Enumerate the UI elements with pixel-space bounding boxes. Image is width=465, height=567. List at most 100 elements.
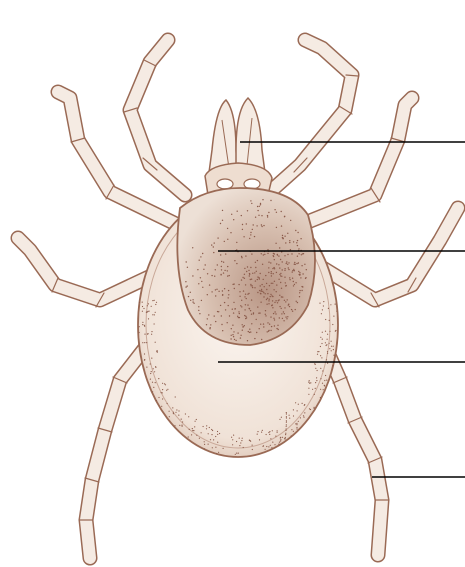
stipple-dot bbox=[250, 285, 251, 286]
stipple-dot bbox=[322, 332, 323, 333]
stipple-dot bbox=[178, 415, 179, 416]
stipple-dot bbox=[165, 384, 166, 385]
stipple-dot bbox=[274, 325, 275, 326]
stipple-dot bbox=[266, 289, 267, 290]
stipple-dot bbox=[221, 266, 222, 267]
stipple-dot bbox=[286, 416, 287, 417]
stipple-dot bbox=[251, 299, 252, 300]
stipple-dot bbox=[266, 304, 267, 305]
stipple-dot bbox=[166, 390, 167, 391]
stipple-dot bbox=[299, 290, 300, 291]
stipple-dot bbox=[255, 280, 256, 281]
stipple-dot bbox=[268, 212, 269, 213]
stipple-dot bbox=[314, 363, 315, 364]
stipple-dot bbox=[245, 318, 246, 319]
stipple-dot bbox=[220, 254, 221, 255]
stipple-dot bbox=[175, 412, 176, 413]
stipple-dot bbox=[162, 389, 163, 390]
stipple-dot bbox=[320, 397, 321, 398]
stipple-dot bbox=[259, 278, 260, 279]
stipple-dot bbox=[274, 444, 275, 445]
stipple-dot bbox=[295, 402, 296, 403]
stipple-dot bbox=[186, 261, 187, 262]
stipple-dot bbox=[269, 285, 270, 286]
stipple-dot bbox=[261, 226, 262, 227]
stipple-dot bbox=[291, 309, 292, 310]
stipple-dot bbox=[260, 204, 261, 205]
stipple-dot bbox=[188, 296, 189, 297]
stipple-dot bbox=[280, 273, 281, 274]
stipple-dot bbox=[274, 281, 275, 282]
stipple-dot bbox=[325, 375, 326, 376]
stipple-dot bbox=[139, 326, 140, 327]
stipple-dot bbox=[261, 339, 262, 340]
stipple-dot bbox=[296, 427, 297, 428]
stipple-dot bbox=[270, 294, 271, 295]
stipple-dot bbox=[249, 238, 250, 239]
stipple-dot bbox=[225, 309, 226, 310]
stipple-dot bbox=[238, 453, 239, 454]
stipple-dot bbox=[261, 215, 262, 216]
stipple-dot bbox=[270, 438, 271, 439]
stipple-dot bbox=[223, 272, 224, 273]
stipple-dot bbox=[276, 227, 277, 228]
stipple-dot bbox=[271, 275, 272, 276]
stipple-dot bbox=[203, 426, 204, 427]
stipple-dot bbox=[208, 314, 209, 315]
stipple-dot bbox=[324, 385, 325, 386]
stipple-dot bbox=[322, 383, 323, 384]
stipple-dot bbox=[256, 319, 257, 320]
stipple-dot bbox=[233, 331, 234, 332]
stipple-dot bbox=[299, 296, 300, 297]
stipple-dot bbox=[227, 266, 228, 267]
stipple-dot bbox=[329, 320, 330, 321]
stipple-dot bbox=[249, 275, 250, 276]
stipple-dot bbox=[245, 284, 246, 285]
stipple-dot bbox=[251, 203, 252, 204]
stipple-dot bbox=[272, 442, 273, 443]
stipple-dot bbox=[333, 346, 334, 347]
stipple-dot bbox=[241, 215, 242, 216]
stipple-dot bbox=[293, 285, 294, 286]
stipple-dot bbox=[278, 444, 279, 445]
stipple-dot bbox=[287, 316, 288, 317]
stipple-dot bbox=[289, 242, 290, 243]
stipple-dot bbox=[247, 340, 248, 341]
stipple-dot bbox=[335, 330, 336, 331]
stipple-dot bbox=[330, 304, 331, 305]
stipple-dot bbox=[297, 302, 298, 303]
stipple-dot bbox=[249, 440, 250, 441]
stipple-dot bbox=[144, 353, 145, 354]
stipple-dot bbox=[302, 403, 303, 404]
stipple-dot bbox=[248, 331, 249, 332]
stipple-dot bbox=[212, 447, 213, 448]
stipple-dot bbox=[203, 269, 204, 270]
stipple-dot bbox=[210, 324, 211, 325]
stipple-dot bbox=[323, 389, 324, 390]
stipple-dot bbox=[215, 321, 216, 322]
stipple-dot bbox=[217, 434, 218, 435]
stipple-dot bbox=[250, 441, 251, 442]
stipple-dot bbox=[254, 272, 255, 273]
stipple-dot bbox=[268, 331, 269, 332]
stipple-dot bbox=[261, 284, 262, 285]
stipple-dot bbox=[152, 300, 153, 301]
stipple-dot bbox=[142, 324, 143, 325]
stipple-dot bbox=[269, 324, 270, 325]
stipple-dot bbox=[294, 284, 295, 285]
stipple-dot bbox=[262, 430, 263, 431]
stipple-dot bbox=[298, 253, 299, 254]
stipple-dot bbox=[220, 274, 221, 275]
stipple-dot bbox=[257, 434, 258, 435]
stipple-dot bbox=[212, 430, 213, 431]
stipple-dot bbox=[295, 423, 296, 424]
stipple-dot bbox=[317, 354, 318, 355]
stipple-dot bbox=[190, 292, 191, 293]
stipple-dot bbox=[268, 267, 269, 268]
stipple-dot bbox=[273, 256, 274, 257]
stipple-dot bbox=[194, 426, 195, 427]
stipple-dot bbox=[249, 273, 250, 274]
stipple-dot bbox=[162, 392, 163, 393]
stipple-dot bbox=[273, 273, 274, 274]
stipple-dot bbox=[283, 311, 284, 312]
